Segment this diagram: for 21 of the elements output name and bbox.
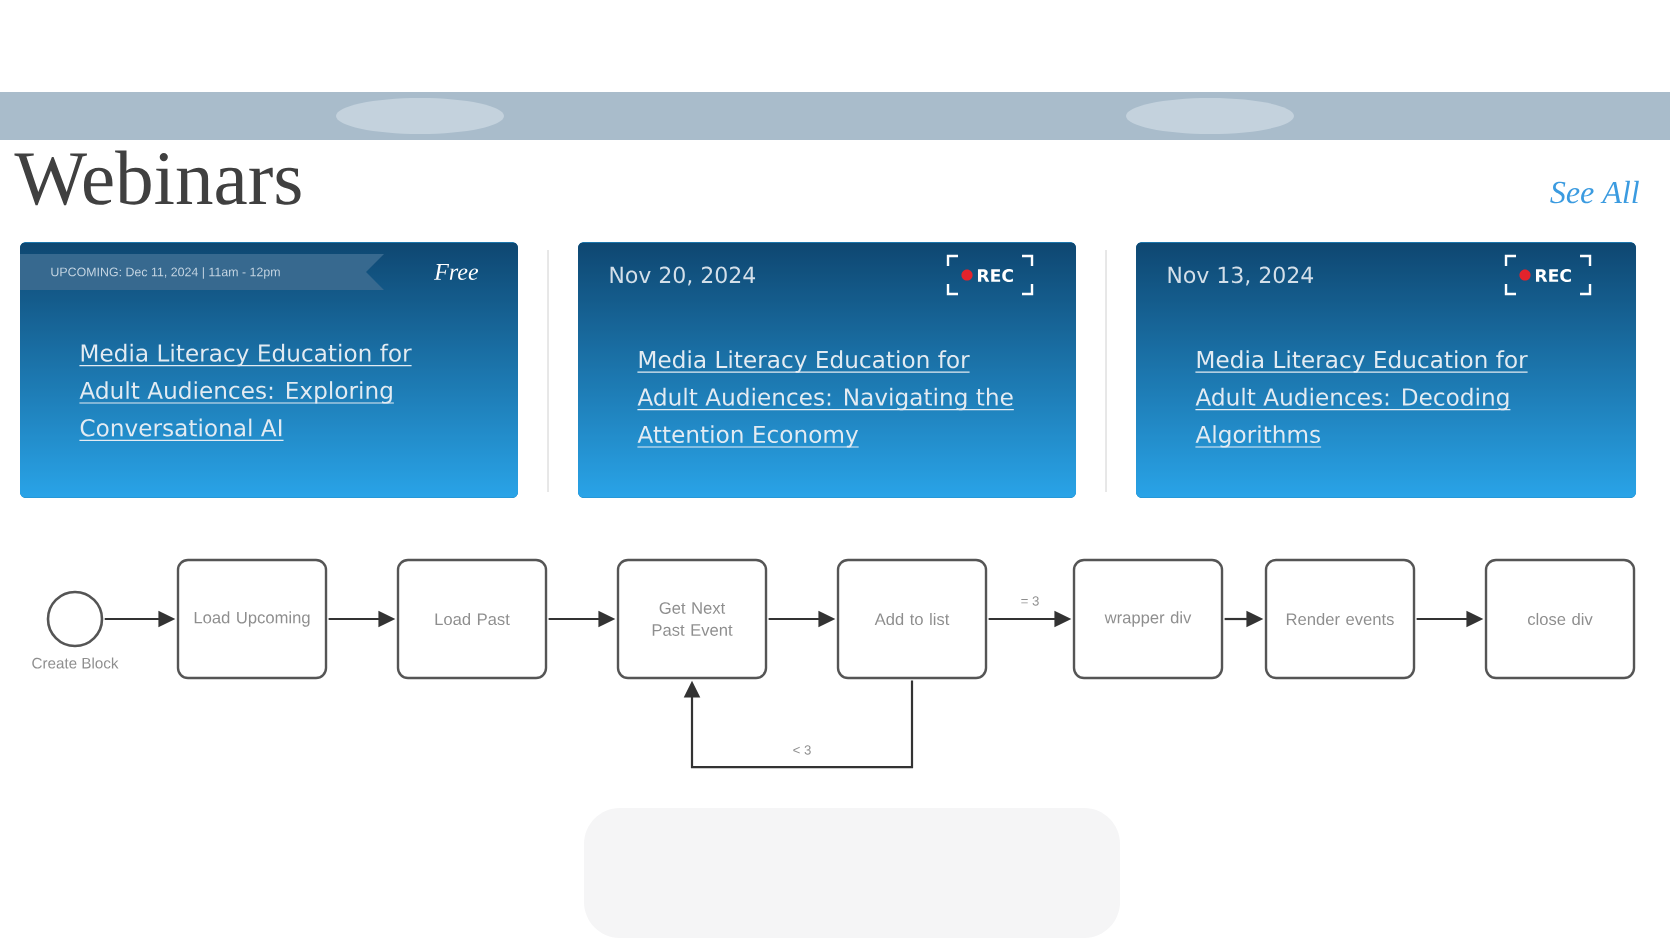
title-link: Media Literacy Education for Adult Audiences: Navigating the Attention Economy [636, 350, 1015, 448]
title-link: Media Literacy Education for Adult Audiences: Decoding Algorithms [1194, 350, 1529, 448]
event-card [578, 242, 1076, 498]
date-text: Nov 20, 2024 [610, 266, 756, 286]
recording-badge: REC [946, 254, 1034, 296]
page-title: Webinars [14, 150, 301, 206]
process-box: close div [1484, 558, 1636, 680]
process-box: Get Next Past Event [616, 558, 768, 680]
price-text: Free [434, 264, 479, 280]
process-box: Add to list [836, 558, 988, 680]
recording-badge: REC [1504, 254, 1592, 296]
process-box: Render events [1264, 558, 1416, 680]
arrow [683, 680, 914, 769]
process-box: Load Upcoming [176, 558, 328, 680]
date-text: Nov 13, 2024 [1168, 266, 1314, 286]
process-box: wrapper div [1072, 558, 1224, 680]
see-all-link: See All [1550, 180, 1639, 204]
event-card [20, 242, 518, 498]
event-card [1136, 242, 1636, 498]
title-link: Media Literacy Education for Adult Audiences: Exploring Conversational AI [78, 343, 413, 441]
process-box: Load Past [396, 558, 548, 680]
